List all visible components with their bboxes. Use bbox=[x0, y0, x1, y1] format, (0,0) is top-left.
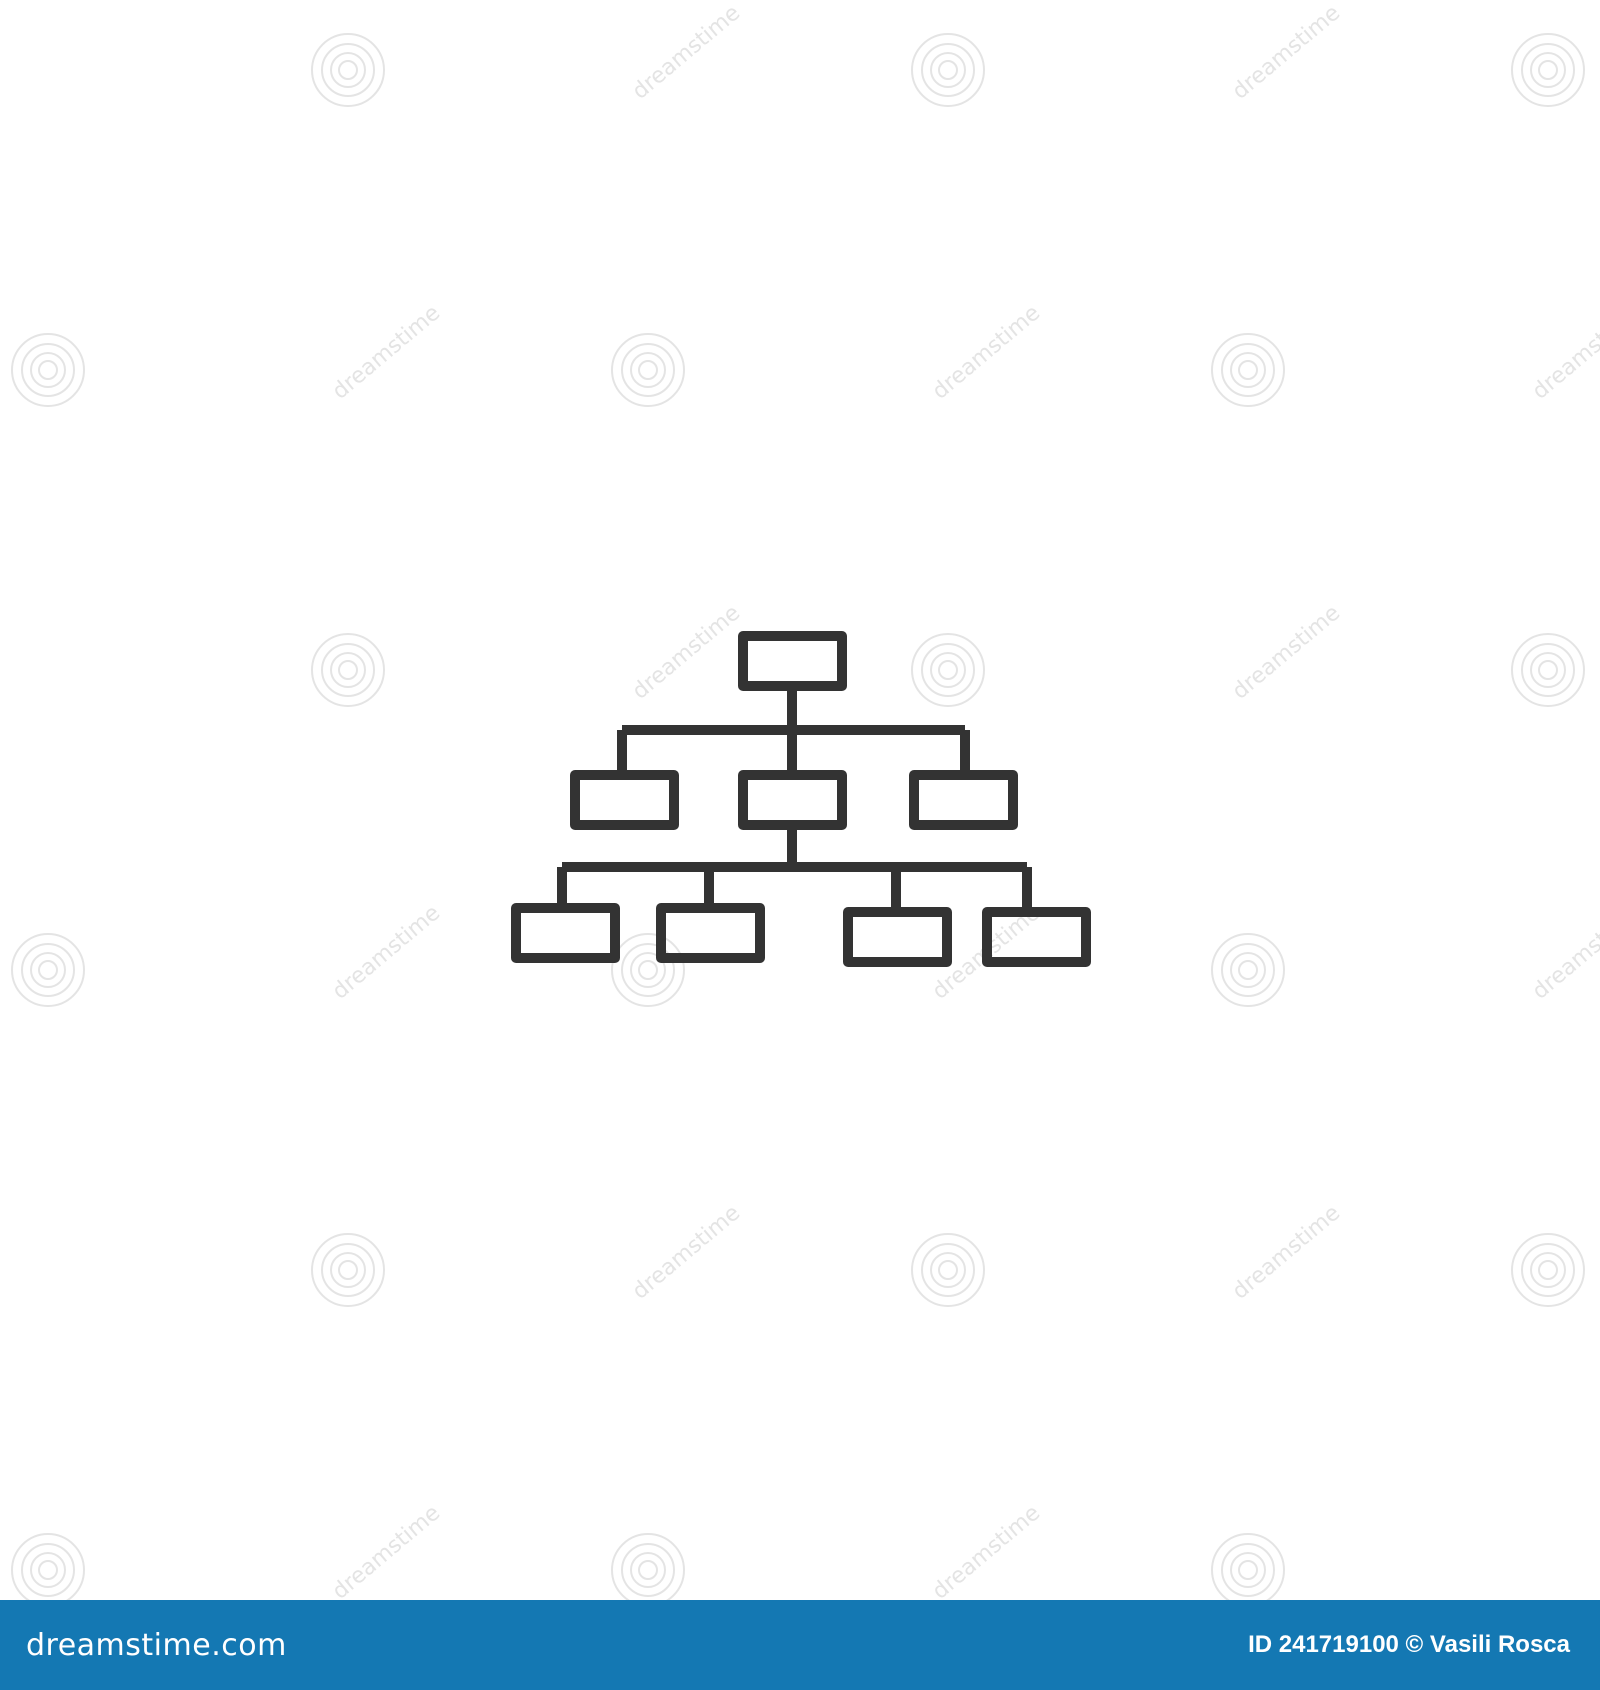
footer-image-credit: ID 241719100 © Vasili Rosca bbox=[1248, 1631, 1570, 1658]
chart-node-bottom-1 bbox=[511, 903, 620, 963]
chart-node-middle-right bbox=[909, 770, 1018, 830]
chart-node-middle-left bbox=[570, 770, 679, 830]
chart-node-bottom-3 bbox=[843, 907, 952, 967]
chart-node-middle-center bbox=[738, 770, 847, 830]
hierarchy-org-chart-icon bbox=[511, 631, 1091, 967]
chart-node-bottom-4 bbox=[982, 907, 1091, 967]
chart-node-bottom-2 bbox=[656, 903, 765, 963]
footer-credit-bar: dreamstime.com ID 241719100 © Vasili Ros… bbox=[0, 1600, 1600, 1690]
footer-brand-logo-text: dreamstime.com bbox=[26, 1627, 287, 1663]
chart-node-top bbox=[738, 631, 847, 691]
